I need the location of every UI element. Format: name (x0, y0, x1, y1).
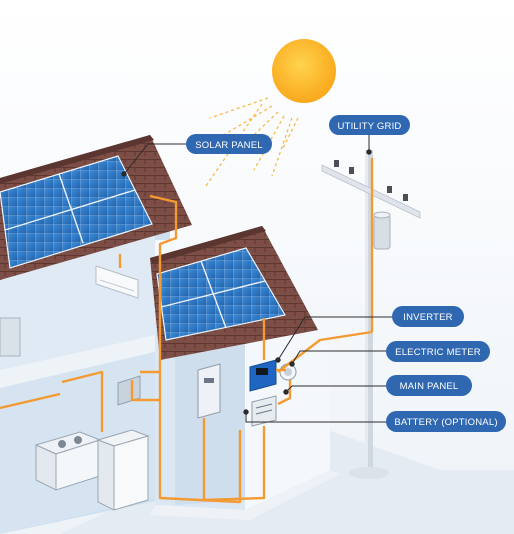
electric-meter-unit (279, 363, 297, 381)
svg-text:UTILITY GRID: UTILITY GRID (338, 121, 402, 132)
sub-panel (117, 375, 141, 406)
battery-unit (197, 363, 221, 419)
svg-text:SOLAR PANEL: SOLAR PANEL (195, 140, 263, 151)
water-heater (0, 317, 21, 357)
label-utility-grid: UTILITY GRID (329, 115, 410, 135)
left-solar-panels (0, 155, 153, 269)
inverter-unit (249, 359, 277, 392)
leader-lines (121, 133, 392, 423)
label-electric-meter: ELECTRIC METER (386, 341, 490, 362)
label-inverter: INVERTER (392, 306, 464, 327)
right-solar-panels (156, 247, 286, 341)
svg-text:ELECTRIC METER: ELECTRIC METER (395, 347, 481, 358)
label-solar-panel: SOLAR PANEL (186, 134, 272, 154)
kitchen-stove (34, 431, 102, 491)
air-conditioner-icon (95, 265, 139, 299)
svg-text:BATTERY (OPTIONAL): BATTERY (OPTIONAL) (394, 417, 497, 428)
main-panel-unit (251, 395, 277, 427)
label-main-panel: MAIN PANEL (386, 375, 472, 396)
svg-text:MAIN PANEL: MAIN PANEL (400, 381, 459, 392)
label-battery: BATTERY (OPTIONAL) (386, 411, 506, 432)
svg-text:INVERTER: INVERTER (403, 312, 452, 323)
refrigerator (96, 429, 150, 511)
main-house (0, 135, 192, 534)
garage-house (150, 226, 340, 520)
